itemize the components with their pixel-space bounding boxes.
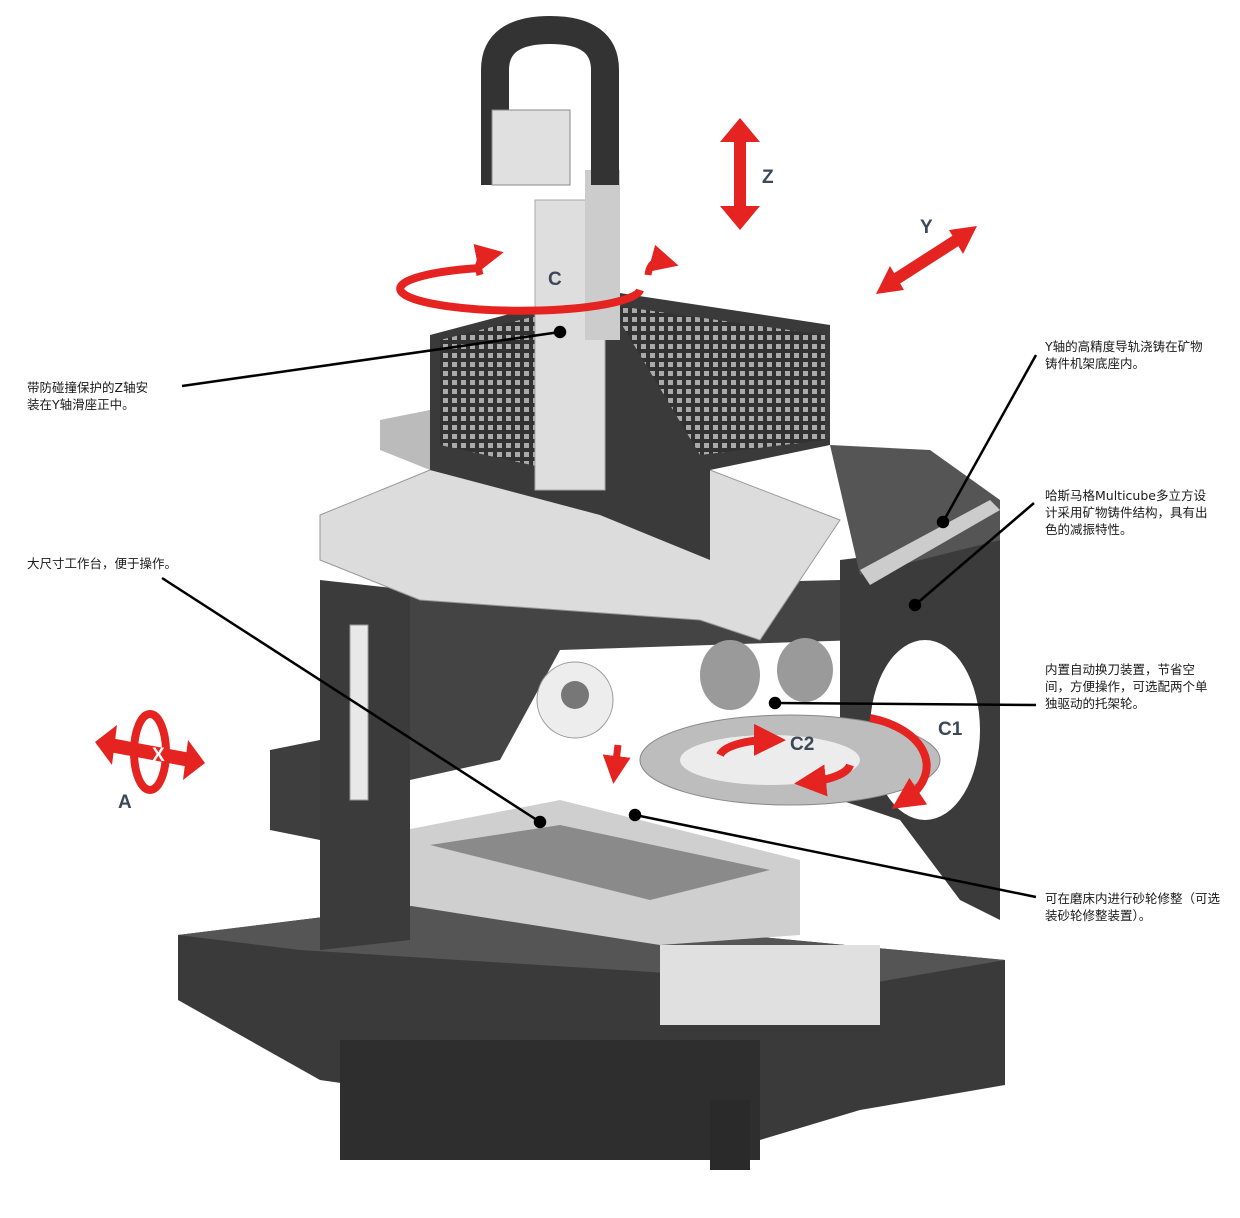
x-a-axis-arrow xyxy=(95,710,205,794)
axis-label-x: X xyxy=(152,745,165,766)
callout-wheel-dressing: 可在磨床内进行砂轮修整（可选 装砂轮修整装置）。 xyxy=(1045,891,1221,923)
axis-label-c2: C2 xyxy=(790,734,814,755)
c-axis-arrow xyxy=(396,244,679,315)
callout-y-axis-guides: Y轴的高精度导轨浇铸在矿物 铸件机架底座内。 xyxy=(1045,339,1203,371)
y-axis-arrow xyxy=(876,226,977,294)
axis-label-y: Y xyxy=(920,217,933,238)
callout-z-axis: 带防碰撞保护的Z轴安 装在Y轴滑座正中。 xyxy=(27,380,149,412)
c1-axis-arrow xyxy=(869,714,931,809)
y-slide xyxy=(319,410,1000,641)
axis-label-c: C xyxy=(548,269,562,290)
callout-tool-changer: 内置自动换刀装置，节省空 间，方便操作，可选配两个单 独驱动的托架轮。 xyxy=(1045,662,1208,711)
machine-frame xyxy=(270,540,1000,950)
machine-base xyxy=(178,905,1005,1170)
leader-lines xyxy=(161,325,1038,899)
callout-multicube: 哈斯马格Multicube多立方设 计采用矿物铸件结构，具有出 色的减振特性。 xyxy=(1045,488,1208,537)
axis-label-c1: C1 xyxy=(938,719,963,740)
work-table xyxy=(405,800,880,1025)
axis-label-z: Z xyxy=(762,167,774,188)
c2-axis-arrow xyxy=(602,723,854,797)
z-axis-housing xyxy=(430,15,830,560)
z-axis-arrow xyxy=(720,118,760,230)
axis-label-a: A xyxy=(118,792,132,813)
callout-work-table: 大尺寸工作台，便于操作。 xyxy=(27,556,178,571)
